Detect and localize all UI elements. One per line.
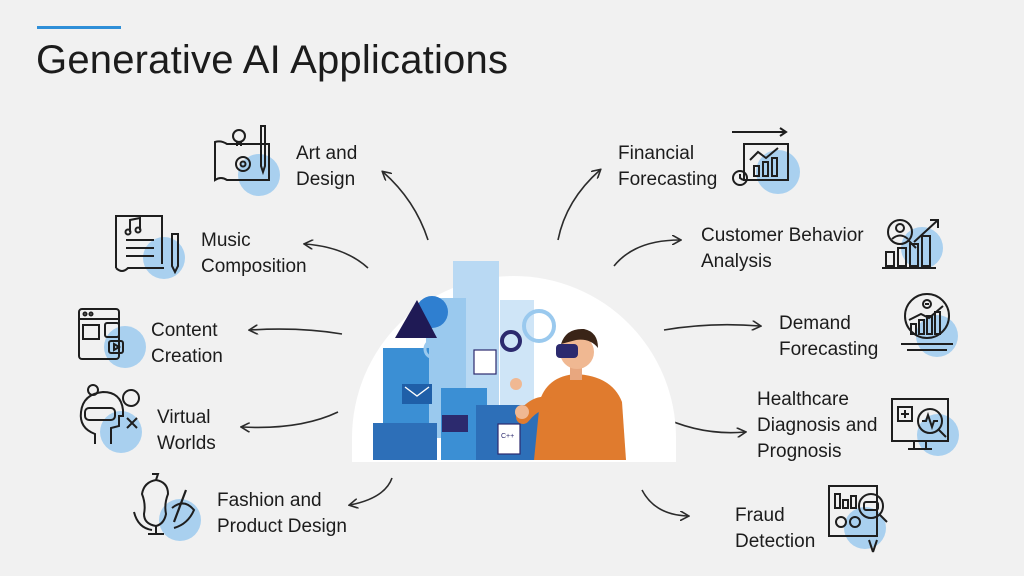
arrow-content: [250, 329, 343, 334]
arrow-fraud: [641, 489, 688, 516]
page-title: Generative AI Applications: [36, 38, 509, 82]
mannequin-icon: [128, 468, 208, 544]
vr-developer-illustration: C++: [352, 261, 676, 462]
arrow-virtual: [242, 411, 339, 427]
arrow-music: [305, 244, 369, 269]
arrow-financial: [557, 170, 600, 241]
cpp-code-label: C++: [501, 433, 514, 440]
arrow-customer: [613, 240, 680, 267]
virtual-head-icon: [73, 382, 153, 458]
arrow-art-design: [383, 172, 429, 241]
demand-globe-icon: [897, 290, 977, 366]
music-sheet-icon: [110, 208, 190, 284]
art-palette-icon: [207, 122, 287, 198]
arrow-fashion: [350, 477, 393, 505]
financial-chart-icon: [728, 126, 808, 202]
fraud-search-icon: [825, 482, 905, 558]
content-media-icon: [73, 301, 153, 377]
title-accent-bar: [37, 26, 121, 29]
health-monitor-icon: [888, 393, 968, 469]
arrow-demand: [663, 325, 760, 330]
customer-analysis-icon: [880, 212, 960, 288]
